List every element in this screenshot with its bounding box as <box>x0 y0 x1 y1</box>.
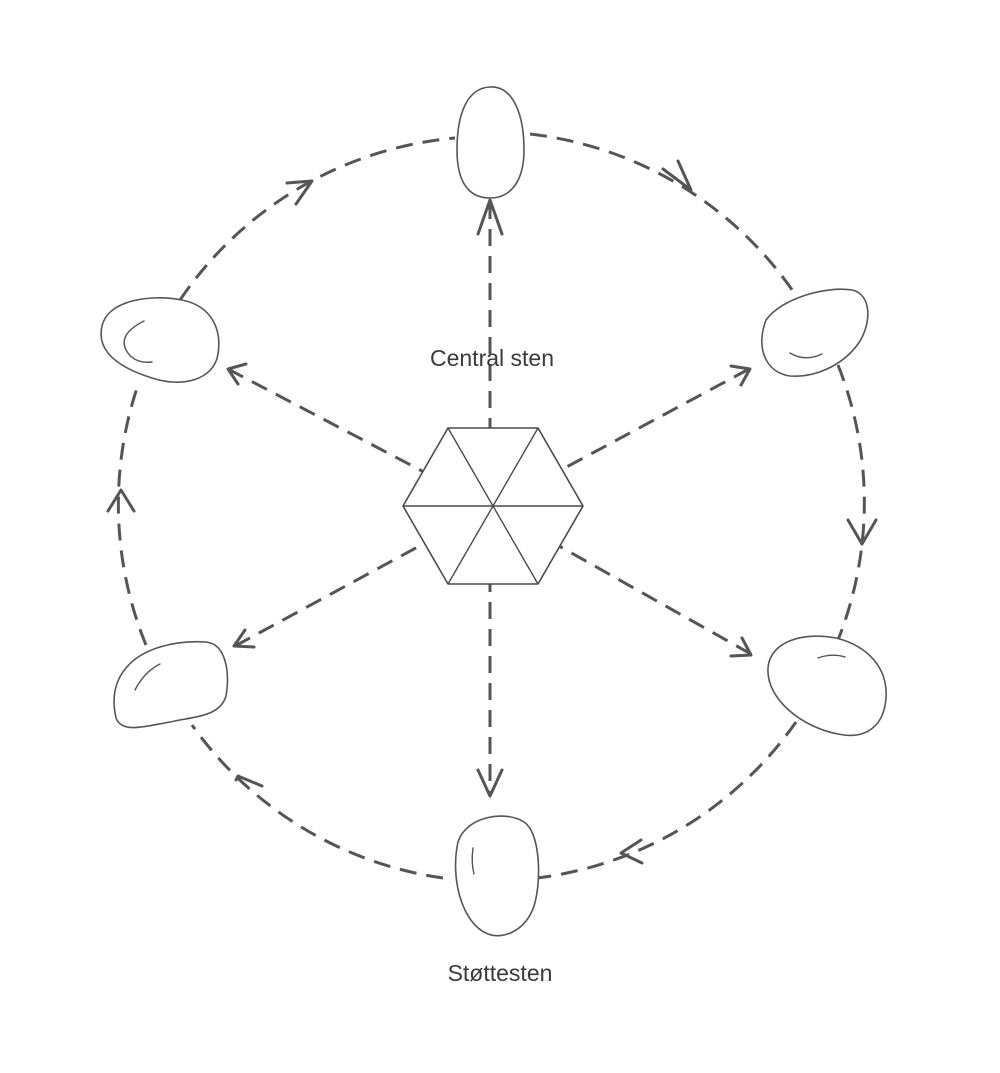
stone-upper-left <box>100 297 220 383</box>
spoke-lower-right-outer-head <box>729 636 753 658</box>
stone-lower-left <box>113 640 229 729</box>
ring-arc-top-left <box>178 136 456 301</box>
spoke-top-outer-head <box>476 198 504 236</box>
stone-upper-right <box>761 288 869 377</box>
stone-lower-left-highlight <box>134 663 161 691</box>
stone-lower-right <box>767 635 887 737</box>
stone-upper-left-shape <box>100 297 220 383</box>
ring-arc-right <box>836 364 866 641</box>
ring-arc-left <box>116 384 148 646</box>
spoke-bottom-outer-head <box>476 768 504 798</box>
hexagon-divider-diagonal-b <box>447 427 539 585</box>
ring-arc-bottom-right <box>536 721 798 880</box>
spoke-upper-left-outer-head <box>226 362 248 386</box>
stone-bottom-highlight <box>471 847 475 875</box>
outer-ring <box>116 132 866 880</box>
stone-top-shape <box>456 86 525 199</box>
stone-bottom <box>454 815 540 937</box>
ring-arrowhead-bottom-right <box>619 838 644 865</box>
stone-lower-left-shape <box>113 640 229 729</box>
ring-arrowhead-top-left <box>285 179 314 206</box>
spoke-lower-left <box>234 522 461 648</box>
stone-upper-left-highlight <box>123 320 153 363</box>
stone-upper-right-shape <box>761 288 869 377</box>
stone-upper-right-highlight <box>789 352 823 359</box>
ring-arrowhead-bottom-left <box>234 774 264 788</box>
central-hexagon <box>402 427 584 585</box>
ring-arrowhead-top-right <box>661 159 693 192</box>
support-stone-label: Støttesten <box>448 960 553 986</box>
spoke-upper-right-outer-head <box>729 364 752 387</box>
ring-arrowhead-right <box>846 518 878 546</box>
ring-arrowheads <box>106 159 878 865</box>
ring-arrowhead-left <box>106 488 136 513</box>
stone-lower-right-highlight <box>817 654 846 659</box>
stone-top <box>456 86 525 199</box>
stone-bottom-shape <box>454 815 540 937</box>
spoke-lower-left-outer-head <box>232 628 256 649</box>
central-stone-label: Central sten <box>430 345 554 371</box>
ring-arc-bottom-left <box>190 724 444 880</box>
stone-lower-right-shape <box>767 635 887 737</box>
ring-arc-top-right <box>529 132 799 298</box>
